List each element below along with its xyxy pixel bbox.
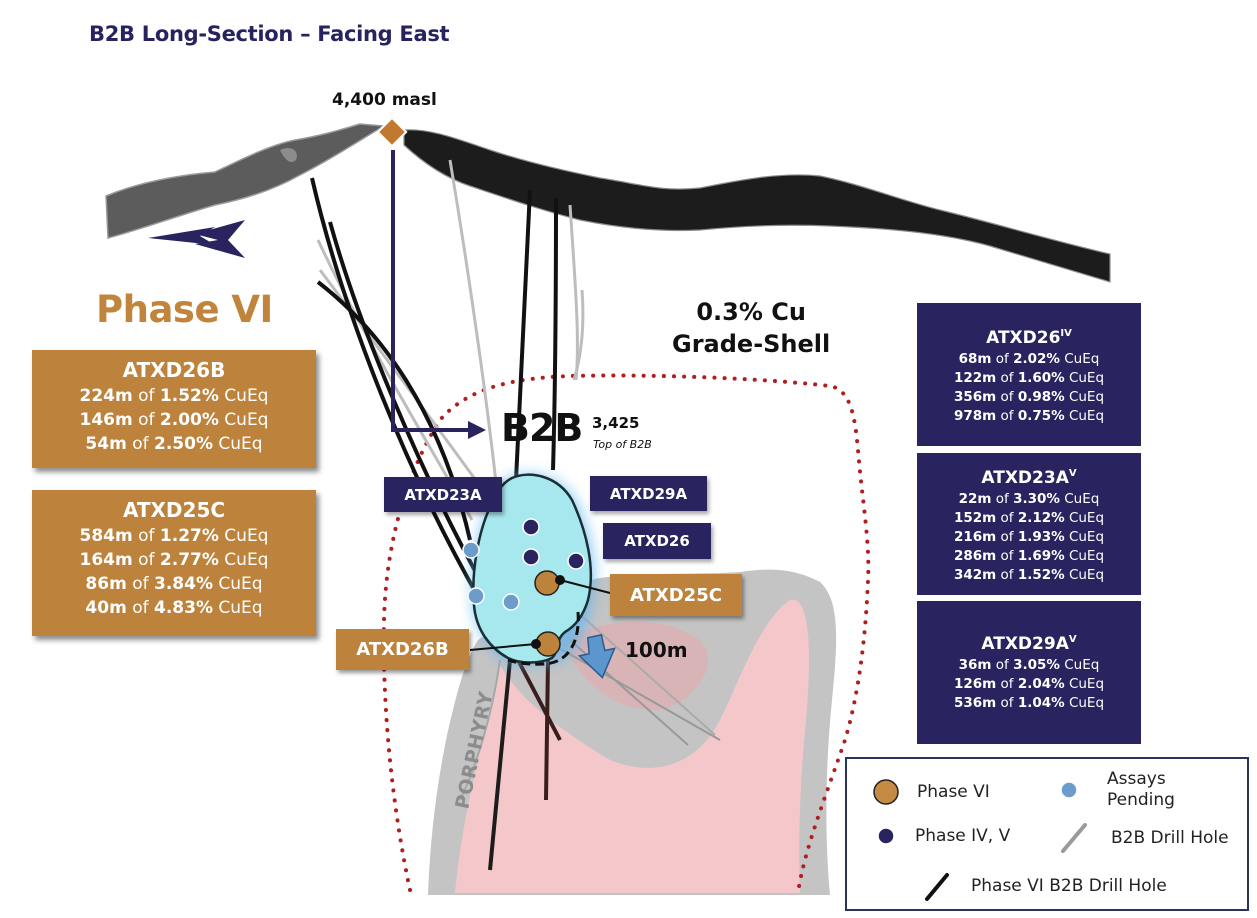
assays-pending-points: [462, 541, 520, 611]
assays-pending-point: [502, 593, 520, 611]
intercept-row: 122m of 1.60% CuEq: [953, 370, 1105, 386]
phase-vi-point-atxd25c: [534, 570, 560, 596]
intercept-row: 342m of 1.52% CuEq: [953, 567, 1105, 583]
intercept-row: 54m of 2.50% CuEq: [85, 434, 263, 454]
intercept-row: 40m of 4.83% CuEq: [85, 598, 263, 618]
phase-vi-result-box-atxd25c: ATXD25C 584m of 1.27% CuEq 164m of 2.77%…: [32, 490, 316, 636]
phase-iv-v-points: [522, 518, 585, 570]
hole-tag-atxd29a: ATXD29A: [590, 476, 707, 511]
assays-pending-point: [467, 587, 485, 605]
phase-vi-heading: Phase VI: [96, 288, 273, 331]
result-box-title: ATXD26B: [122, 358, 226, 382]
terrain-left: [105, 123, 387, 239]
b2b-body: [472, 473, 593, 664]
intercept-row: 286m of 1.69% CuEq: [953, 548, 1105, 564]
assays-pending-point: [462, 541, 480, 559]
intercept-row: 86m of 3.84% CuEq: [85, 574, 263, 594]
b2b-label: B2B: [501, 406, 583, 450]
intercept-row: 164m of 2.77% CuEq: [79, 550, 269, 570]
grey-drill-line-icon: [1061, 823, 1087, 853]
b2b-extension-outline: [507, 611, 580, 666]
hole-tag-atxd25c: ATXD25C: [610, 574, 742, 616]
prior-result-box-atxd29a: ATXD29AV 36m of 3.05% CuEq 126m of 2.04%…: [917, 601, 1141, 744]
intercept-row: 356m of 0.98% CuEq: [953, 389, 1105, 405]
legend-item-phase-vi-drill-hole: Phase VI B2B Drill Hole: [921, 869, 1167, 903]
phase-vi-dot-icon: [873, 779, 899, 805]
phase-iv-v-dot-icon: [877, 827, 895, 845]
legend-item-b2b-drill-hole: B2B Drill Hole: [1057, 821, 1229, 855]
intercept-row: 22m of 3.30% CuEq: [958, 491, 1100, 507]
legend-item-phase-vi: Phase VI: [871, 777, 990, 807]
phase-iv-v-point: [522, 548, 540, 566]
elevation-label: 4,400 masl: [332, 90, 437, 110]
intercept-row: 152m of 2.12% CuEq: [953, 510, 1105, 526]
b2b-elevation: 3,425: [592, 414, 640, 432]
terrain-right: [403, 129, 1111, 283]
result-box-title: ATXD29AV: [981, 634, 1077, 654]
result-box-title: ATXD25C: [122, 498, 226, 522]
legend-item-assays-pending: Assays Pending: [1057, 769, 1175, 811]
elevation-pointer-arrowhead: [468, 421, 486, 439]
terrain-left-highlight: [280, 148, 297, 162]
intercept-row: 36m of 3.05% CuEq: [958, 657, 1100, 673]
hole-tag-atxd26: ATXD26: [603, 523, 711, 559]
intercept-row: 216m of 1.93% CuEq: [953, 529, 1105, 545]
b2b-sublabel: Top of B2B: [593, 438, 652, 451]
hole-tag-atxd23a: ATXD23A: [384, 477, 502, 512]
grade-shell-outline: [381, 373, 871, 895]
extension-down-arrow-icon: [577, 633, 616, 679]
north-arrow-icon: [148, 220, 245, 258]
intercept-row: 536m of 1.04% CuEq: [953, 695, 1105, 711]
phase-vi-drill-holes: [310, 177, 562, 871]
extension-distance-label: 100m: [625, 638, 688, 662]
result-box-title: ATXD26IV: [986, 328, 1072, 348]
elevation-pointer-arrow: [391, 150, 470, 432]
phase-iv-v-point: [522, 518, 540, 536]
prior-result-box-atxd23a: ATXD23AV 22m of 3.30% CuEq 152m of 2.12%…: [917, 453, 1141, 595]
result-box-title: ATXD23AV: [981, 468, 1077, 488]
phase-vi-result-box-atxd26b: ATXD26B 224m of 1.52% CuEq 146m of 2.00%…: [32, 350, 316, 468]
black-drill-line-icon: [925, 873, 949, 901]
hole-tag-atxd26b: ATXD26B: [336, 629, 469, 670]
page-title: B2B Long-Section – Facing East: [89, 22, 450, 46]
intercept-row: 68m of 2.02% CuEq: [958, 351, 1100, 367]
intercept-row: 146m of 2.00% CuEq: [79, 410, 269, 430]
legend-item-phase-iv-v: Phase IV, V: [875, 825, 1010, 847]
phase-iv-v-point: [567, 552, 585, 570]
intercept-row: 126m of 2.04% CuEq: [953, 676, 1105, 692]
prior-result-box-atxd26: ATXD26IV 68m of 2.02% CuEq 122m of 1.60%…: [917, 303, 1141, 446]
grade-shell-label: 0.3% Cu Grade-Shell: [672, 298, 831, 358]
intercept-row: 584m of 1.27% CuEq: [79, 526, 269, 546]
high-grade-zone: [455, 599, 809, 893]
elevation-diamond-icon: [376, 116, 408, 148]
assays-pending-dot-icon: [1060, 781, 1078, 799]
intercept-row: 978m of 0.75% CuEq: [953, 408, 1105, 424]
phase-vi-points: [469, 570, 611, 657]
intercept-row: 224m of 1.52% CuEq: [79, 386, 269, 406]
legend: Phase VI Assays Pending Phase IV, V B2B …: [845, 757, 1249, 911]
